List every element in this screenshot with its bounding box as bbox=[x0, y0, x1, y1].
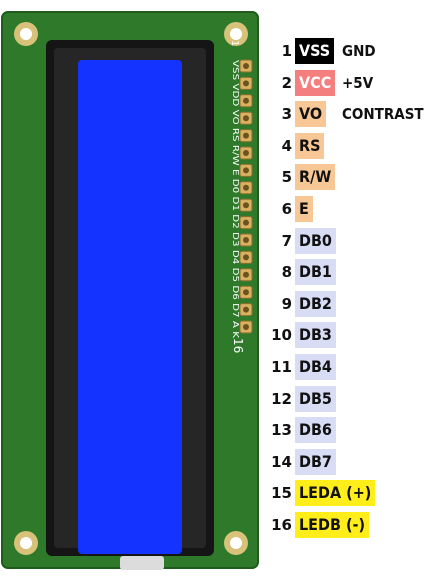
pin-label: LEDB (-) bbox=[295, 512, 369, 538]
pin-label: R/W bbox=[295, 164, 335, 190]
pin-label: VSS bbox=[295, 38, 334, 64]
pin-number: 9 bbox=[262, 290, 292, 318]
pin-number: 13 bbox=[262, 416, 292, 444]
pin-row: 13DB6 bbox=[262, 416, 428, 444]
pin-row: 14DB7 bbox=[262, 448, 428, 476]
pin-label: DB3 bbox=[295, 322, 336, 348]
pin-number: 8 bbox=[262, 258, 292, 286]
pin-label: DB0 bbox=[295, 228, 336, 254]
pin-label: DB5 bbox=[295, 386, 336, 412]
pin-number: 15 bbox=[262, 479, 292, 507]
pin-number: 3 bbox=[262, 100, 292, 128]
pin-function: +5V bbox=[342, 70, 373, 96]
pin-row: 9DB2 bbox=[262, 290, 428, 318]
silkscreen-pin-names: VSS VDD VO RS R/W E D0 D1 D2 D3 D4 D5 D6… bbox=[231, 60, 240, 339]
pin-number: 11 bbox=[262, 353, 292, 381]
pin-label: DB7 bbox=[295, 449, 336, 475]
pin-row: 10DB3 bbox=[262, 321, 428, 349]
pin-number: 4 bbox=[262, 132, 292, 160]
pin-row: 16LEDB (-) bbox=[262, 511, 428, 539]
pin-row: 8DB1 bbox=[262, 258, 428, 286]
pin-row: 15LEDA (+) bbox=[262, 479, 428, 507]
pin-number: 1 bbox=[262, 37, 292, 65]
pin-label: DB1 bbox=[295, 259, 336, 285]
pin-number: 2 bbox=[262, 69, 292, 97]
pin-number: 5 bbox=[262, 163, 292, 191]
pin-number: 14 bbox=[262, 448, 292, 476]
pin-label: LEDA (+) bbox=[295, 480, 375, 506]
pin-row: 3VO CONTRAST bbox=[262, 100, 428, 128]
pin-row: 7DB0 bbox=[262, 227, 428, 255]
pin-label: VCC bbox=[295, 70, 335, 96]
pin-row: 1VSS GND bbox=[262, 37, 428, 65]
pin-number: 7 bbox=[262, 227, 292, 255]
pin-label: DB6 bbox=[295, 417, 336, 443]
pin-label: RS bbox=[295, 133, 324, 159]
pin-row: 11DB4 bbox=[262, 353, 428, 381]
pin-function: CONTRAST bbox=[342, 101, 424, 127]
pin-number: 10 bbox=[262, 321, 292, 349]
pin-row: 5R/W bbox=[262, 163, 428, 191]
pin-label: DB2 bbox=[295, 291, 336, 317]
header-label-top: 1 bbox=[229, 40, 240, 46]
pin-number: 16 bbox=[262, 511, 292, 539]
pin-number: 12 bbox=[262, 385, 292, 413]
pin-row: 6E bbox=[262, 195, 428, 223]
pin-row: 12DB5 bbox=[262, 385, 428, 413]
header-label-bottom: 16 bbox=[231, 338, 245, 353]
lcd-module-board: VSS VDD VO RS R/W E D0 D1 D2 D3 D4 D5 D6… bbox=[0, 0, 260, 579]
pin-row: 4RS bbox=[262, 132, 428, 160]
pin-number: 6 bbox=[262, 195, 292, 223]
pin-label: E bbox=[295, 196, 313, 222]
pin-function: GND bbox=[342, 38, 376, 64]
lcd-screen bbox=[78, 60, 182, 554]
pin-label: VO bbox=[295, 101, 326, 127]
pin-label: DB4 bbox=[295, 354, 336, 380]
pin-row: 2VCC +5V bbox=[262, 69, 428, 97]
bottom-connector bbox=[120, 556, 164, 570]
